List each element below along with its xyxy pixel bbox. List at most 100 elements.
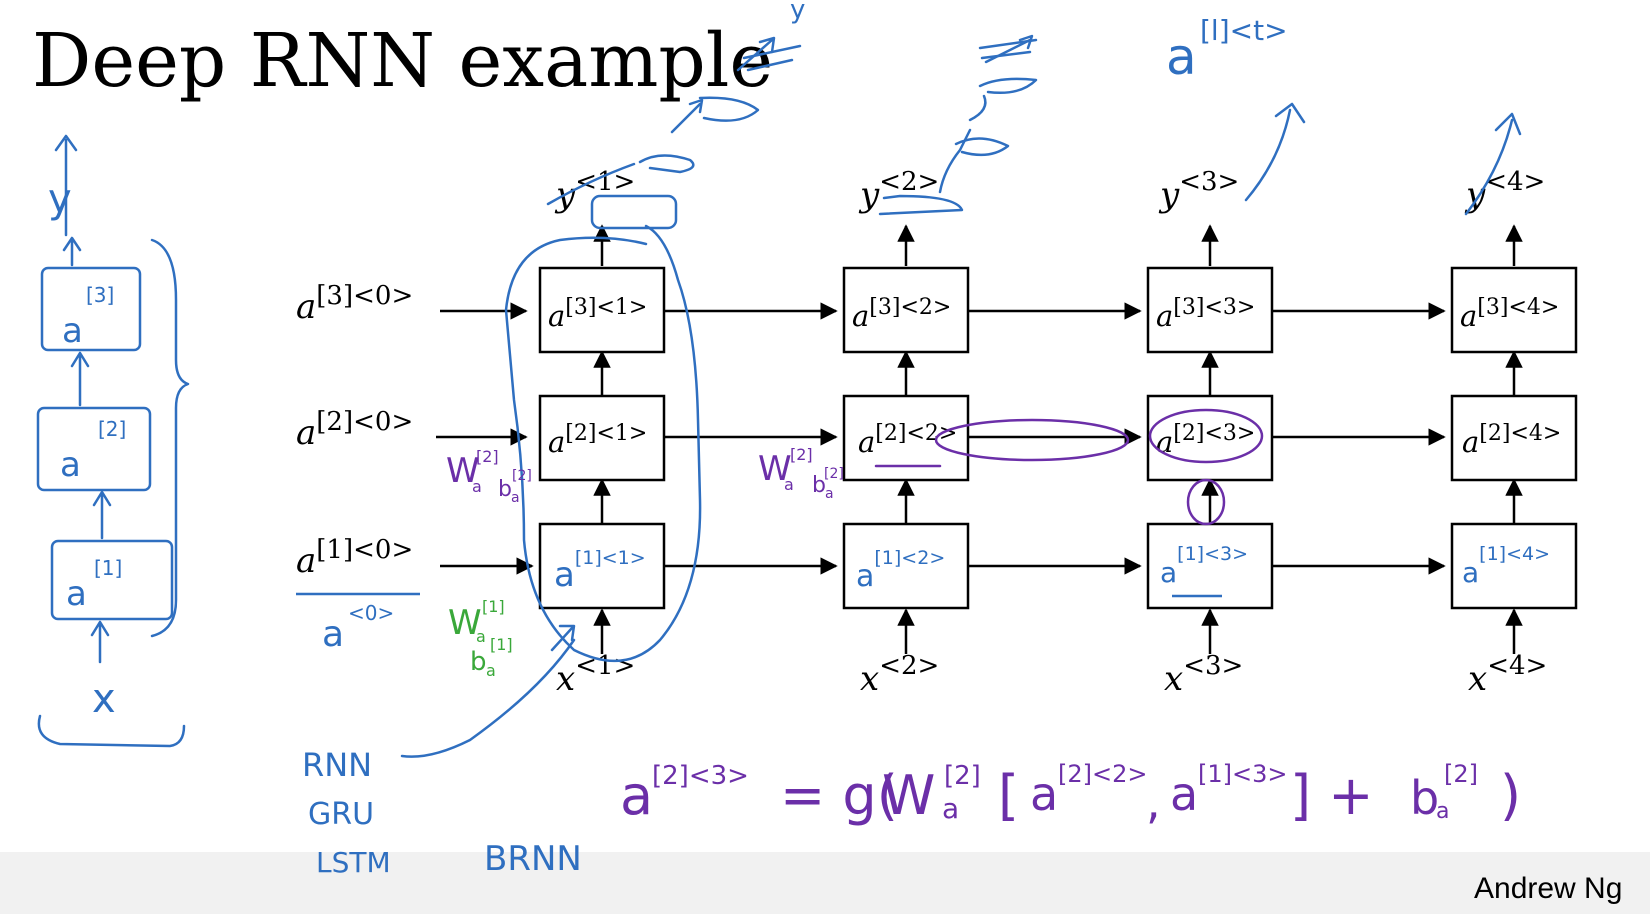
svg-text:] +: ] + — [1290, 764, 1373, 827]
svg-text:b: b — [812, 473, 826, 498]
svg-text:a: a — [825, 486, 834, 502]
svg-text:a: a — [66, 574, 87, 614]
cell-layer3-t4 — [1450, 266, 1578, 354]
inputs-row: x<1> x<2> x<3> x<4> — [556, 651, 1547, 699]
input-x4: x<4> — [1468, 651, 1547, 699]
left-stack-layer2-box — [36, 406, 152, 492]
svg-text:<0>: <0> — [348, 601, 394, 625]
output-y4: y<4> — [1464, 167, 1545, 215]
svg-text:[2]: [2] — [790, 445, 813, 464]
svg-text:a: a — [60, 445, 81, 485]
output-y2: y<2> — [858, 167, 939, 215]
svg-text:[1]: [1] — [490, 635, 513, 654]
svg-text:[1]: [1] — [482, 597, 505, 616]
svg-text:W: W — [448, 603, 482, 643]
svg-text:[2]: [2] — [476, 447, 499, 466]
left-stack-input: x — [92, 676, 116, 722]
cell-layer3-t3 — [1146, 266, 1274, 354]
svg-text:[l]<t>: [l]<t> — [1200, 14, 1288, 47]
svg-text:): ) — [1500, 764, 1521, 827]
left-stack-layer1-label: [1] — [94, 556, 122, 580]
cell-layer2-t1 — [538, 394, 666, 482]
svg-text:[: [ — [998, 764, 1019, 827]
svg-text:b: b — [470, 647, 487, 677]
svg-text:[2]: [2] — [1444, 760, 1478, 788]
svg-text:W: W — [758, 449, 792, 489]
svg-text:W: W — [446, 451, 480, 491]
input-x1: x<1> — [556, 651, 635, 699]
recurrent-connections — [664, 302, 1446, 575]
svg-text:a: a — [486, 661, 496, 680]
svg-text:,: , — [1146, 775, 1161, 829]
svg-text:a: a — [322, 614, 344, 655]
svg-text:a: a — [511, 490, 520, 506]
left-stack-layer1-box — [50, 539, 174, 621]
generic-activation-note: a [l]<t> — [1166, 14, 1288, 86]
output-y3: y<3> — [1158, 167, 1239, 215]
cell-layer3-t2 — [842, 266, 970, 354]
cell-layer1-t2 — [842, 522, 970, 610]
first-column-loop — [400, 224, 702, 758]
left-stack-output: y — [48, 176, 72, 222]
svg-text:a: a — [472, 477, 482, 496]
initial-state-layer2: a[2]<0> — [296, 407, 413, 453]
cell-layer3-t2-label: a[3]<2> — [852, 295, 951, 333]
left-stack-layer3-label: [3] — [86, 283, 114, 307]
variant-lstm: LSTM — [316, 846, 391, 879]
slide-title: Deep RNN example — [32, 18, 773, 104]
layer2-row: a[2]<1> a[2]<2> a[2]<3> a[2]<4> — [538, 394, 1578, 482]
cell-layer1-t1-label: a[1]<1> — [554, 547, 646, 595]
input-x2: x<2> — [860, 651, 939, 699]
cell-layer1-t3-label: a[1]<3> — [1160, 543, 1248, 589]
output-y1: y<1> — [554, 167, 635, 215]
svg-text:a: a — [620, 764, 653, 827]
left-stack-sketch: y a [3] a [2] a [1] x — [36, 134, 190, 748]
variant-rnn: RNN — [302, 746, 372, 784]
layer2-equation: a [2]<3> = g( W a [2] [ a [2]<2> , a [1]… — [620, 760, 1521, 829]
rnn-variants-list: RNN GRU LSTM BRNN — [302, 746, 582, 879]
cell-layer1-t2-label: a[1]<2> — [856, 547, 945, 594]
layer1-row: a[1]<1> a[1]<2> a[1]<3> a[1]<4> — [538, 522, 1578, 610]
variant-gru: GRU — [308, 797, 374, 832]
svg-text:a: a — [942, 792, 959, 825]
svg-text:b: b — [498, 477, 512, 502]
cell-layer2-t4-label: a[2]<4> — [1462, 421, 1561, 459]
svg-text:[2]: [2] — [944, 761, 981, 791]
svg-text:a: a — [476, 627, 486, 646]
cell-layer3-t1 — [538, 266, 666, 354]
svg-text:[2]: [2] — [824, 466, 844, 482]
layer2-highlights — [874, 408, 1264, 526]
cell-layer1-t3 — [1146, 522, 1274, 610]
left-stack-layer2-label: [2] — [98, 417, 126, 441]
svg-text:a: a — [1166, 28, 1197, 86]
cell-layer2-t4 — [1450, 394, 1578, 482]
svg-text:a: a — [1436, 799, 1449, 824]
cell-layer3-t3-label: a[3]<3> — [1156, 295, 1255, 333]
outputs-row: y<1> y<2> y<3> y<4> — [554, 167, 1545, 215]
footer-band — [0, 852, 1650, 914]
layer1-weight-arrow — [550, 624, 576, 652]
svg-text:a: a — [784, 475, 794, 494]
svg-text:[2]<2>: [2]<2> — [1058, 760, 1147, 788]
cell-layer3-t4-label: a[3]<4> — [1460, 295, 1559, 333]
svg-text:[2]<3>: [2]<3> — [652, 761, 749, 791]
left-stack-layer3-box — [40, 266, 142, 352]
cell-layer3-t1-label: a[3]<1> — [548, 295, 647, 333]
svg-text:y: y — [790, 0, 805, 25]
output-layer-scribbles: y — [546, 0, 1522, 230]
vertical-connections — [593, 224, 1523, 654]
svg-text:a: a — [62, 311, 83, 351]
cell-layer1-t1 — [538, 522, 666, 610]
svg-text:b: b — [1410, 771, 1439, 825]
author-credit: Andrew Ng — [1474, 872, 1622, 905]
params-layer2-t2-note: W a [2] b a [2] — [758, 445, 844, 502]
params-layer2-note: W a [2] b a [2] — [446, 447, 532, 506]
svg-text:[2]: [2] — [512, 468, 532, 484]
cell-layer1-t4-label: a[1]<4> — [1462, 543, 1550, 589]
cell-layer2-t2-label: a[2]<2> — [858, 421, 957, 459]
variant-brnn: BRNN — [484, 839, 582, 879]
cell-layer2-t3 — [1146, 394, 1274, 482]
params-layer1-note: W a [1] b a [1] — [448, 597, 513, 680]
